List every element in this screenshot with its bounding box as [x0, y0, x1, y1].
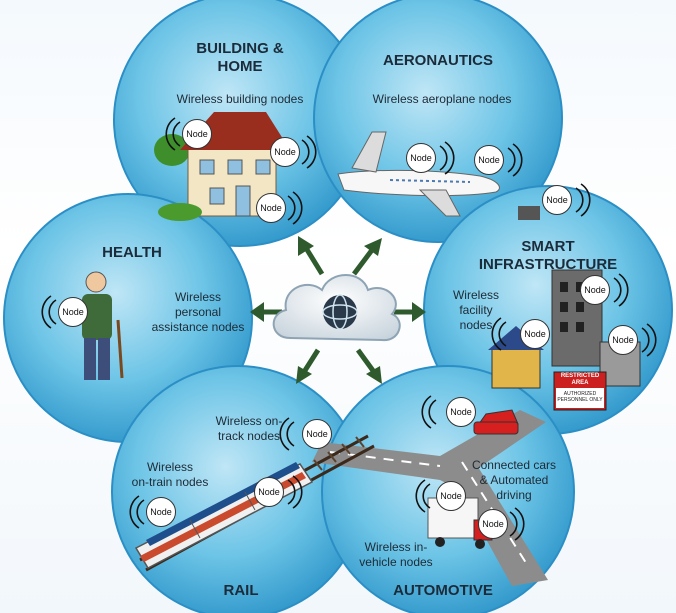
aeroplane — [337, 131, 540, 220]
node-badge: Node — [474, 145, 504, 175]
health-title: HEALTH — [102, 244, 162, 261]
node-badge: Node — [608, 325, 638, 355]
restricted-sign: RESTRICTED AREA — [554, 373, 606, 387]
infrastructure-title: SMART INFRASTRUCTURE — [466, 238, 630, 274]
infrastructure-subtitle: Wireless facility nodes — [440, 288, 512, 333]
health-subtitle: Wireless personal assistance nodes — [148, 290, 248, 335]
arrows — [250, 236, 426, 384]
node-badge: Node — [146, 497, 176, 527]
infrastructure-subtitle-line3: nodes — [459, 318, 493, 332]
node-badge: Node — [542, 185, 572, 215]
node-badge: Node — [302, 419, 332, 449]
node-badge: Node — [478, 509, 508, 539]
sign-line3: AUTHORIZED — [563, 391, 597, 397]
node-badge: Node — [580, 275, 610, 305]
rail-ontrain-line1: Wireless — [146, 460, 193, 474]
node-badge: Node — [406, 143, 436, 173]
elderly-person — [82, 271, 124, 380]
infrastructure-subtitle-line1: Wireless — [452, 288, 499, 302]
node-badge: Node — [254, 477, 284, 507]
cloud — [272, 274, 401, 342]
node-badge: Node — [182, 119, 212, 149]
automotive-cars-line1: Connected cars — [471, 458, 557, 472]
node-badge: Node — [436, 481, 466, 511]
sign-line4: PERSONNEL ONLY — [557, 397, 603, 403]
sign-line2: AREA — [571, 380, 589, 386]
aeronautics-title: AERONAUTICS — [382, 52, 493, 69]
rail-title: RAIL — [223, 582, 259, 599]
automotive-title: AUTOMOTIVE — [393, 582, 493, 599]
rail-ontrain-line2: on-train nodes — [131, 475, 209, 489]
building-subtitle: Wireless building nodes — [176, 92, 304, 106]
infrastructure-subtitle-line2: facility — [459, 303, 493, 317]
rail-ontrack-line1: Wireless on- — [215, 414, 283, 428]
restricted-sign-lower: AUTHORIZED PERSONNEL ONLY — [556, 391, 604, 403]
aeronautics-subtitle: Wireless aeroplane nodes — [372, 92, 512, 106]
node-badge: Node — [520, 319, 550, 349]
health-subtitle-line1: Wireless — [174, 290, 221, 304]
health-subtitle-line2: personal — [174, 305, 222, 319]
automotive-vehicle-line2: vehicle nodes — [359, 555, 433, 569]
sign-line1: RESTRICTED — [560, 373, 600, 379]
health-subtitle-line3: assistance nodes — [151, 320, 245, 334]
building-title-line2: HOME — [217, 58, 263, 75]
automotive-cars-line3: driving — [496, 488, 532, 502]
node-badge: Node — [446, 397, 476, 427]
building-title: BUILDING & HOME — [160, 40, 320, 76]
infrastructure-title-line2: INFRASTRUCTURE — [478, 256, 618, 273]
wireless-waves — [41, 117, 657, 541]
automotive-vehicle-label: Wireless in- vehicle nodes — [346, 540, 446, 570]
rail-ontrack-label: Wireless on- track nodes — [204, 414, 294, 444]
infrastructure-title-line1: SMART — [521, 238, 575, 255]
building-title-line1: BUILDING & — [196, 40, 284, 57]
node-badge: Node — [58, 297, 88, 327]
node-badge: Node — [256, 193, 286, 223]
rail-ontrack-line2: track nodes — [217, 429, 281, 443]
automotive-cars-line2: & Automated — [479, 473, 549, 487]
node-badge: Node — [270, 137, 300, 167]
rail-ontrain-label: Wireless on-train nodes — [118, 460, 222, 490]
automotive-cars-label: Connected cars & Automated driving — [462, 458, 566, 503]
automotive-vehicle-line1: Wireless in- — [364, 540, 428, 554]
